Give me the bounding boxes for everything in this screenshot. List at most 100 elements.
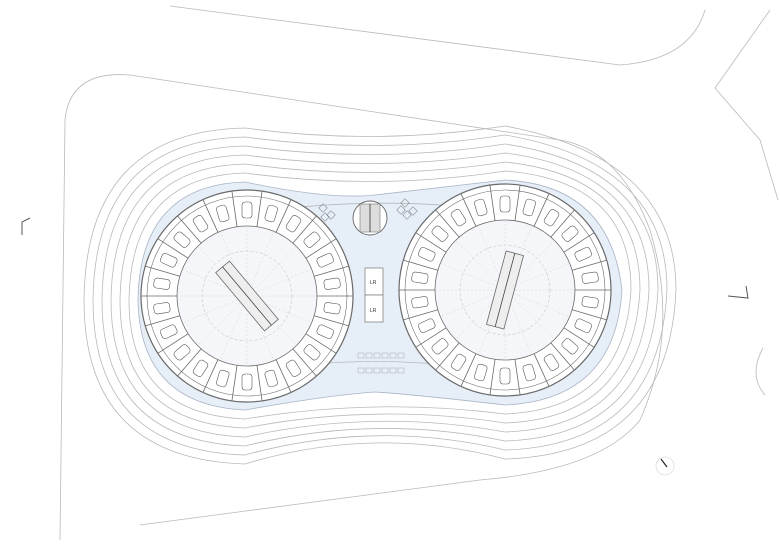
ramp-centerline <box>222 266 272 326</box>
car <box>543 209 560 227</box>
bay-divider <box>202 199 219 233</box>
car <box>411 296 429 309</box>
bay-divider <box>177 215 202 244</box>
bench <box>357 367 365 374</box>
bay-divider <box>314 265 349 277</box>
car <box>241 201 253 219</box>
car <box>192 215 209 233</box>
bay-divider <box>435 342 460 371</box>
car <box>581 296 599 309</box>
bay-divider <box>231 365 238 401</box>
bay-divider <box>157 238 189 259</box>
room-label: LR <box>370 308 377 314</box>
car <box>303 231 321 248</box>
bay-divider <box>533 193 550 227</box>
bay-divider <box>145 315 180 327</box>
planter <box>320 212 330 222</box>
car <box>153 302 171 315</box>
bench <box>373 352 381 359</box>
bay-divider <box>145 265 180 277</box>
bay-divider <box>275 359 292 393</box>
bay-divider <box>403 259 438 271</box>
bay-divider <box>292 215 317 244</box>
car <box>264 204 278 223</box>
car <box>285 215 302 233</box>
bay-divider <box>305 333 337 354</box>
bay-divider <box>489 185 496 221</box>
room-label: LR <box>370 280 377 286</box>
car <box>153 277 171 290</box>
car <box>543 353 560 371</box>
car <box>316 324 334 339</box>
bench <box>373 367 381 374</box>
car <box>474 363 488 382</box>
car <box>474 198 488 217</box>
bay-divider <box>314 315 349 327</box>
bay-divider <box>403 309 438 321</box>
car <box>323 302 341 315</box>
contour-line <box>101 143 659 447</box>
car <box>431 225 449 242</box>
planters <box>318 198 418 374</box>
bench <box>389 352 397 359</box>
bay-divider <box>460 353 477 387</box>
bay-divider <box>489 359 496 395</box>
bay-divider <box>460 193 477 227</box>
bay-divider <box>305 238 337 259</box>
bench <box>389 367 397 374</box>
guide-line <box>455 240 555 340</box>
car <box>450 353 467 371</box>
car <box>173 231 191 248</box>
contour-line <box>92 134 668 456</box>
road-edge-right-curve <box>755 347 766 396</box>
contour-lines <box>83 125 677 465</box>
road-edge-top <box>169 5 706 66</box>
bay-divider <box>256 191 263 227</box>
room-block: LR LR <box>364 267 384 323</box>
site-boundary <box>59 74 664 541</box>
north-arrow-icon <box>655 456 675 476</box>
car <box>450 209 467 227</box>
stair-core <box>352 200 388 236</box>
car <box>173 344 191 361</box>
car <box>431 338 449 355</box>
bay-divider <box>572 309 607 321</box>
car <box>160 253 178 268</box>
car <box>522 363 536 382</box>
car <box>264 369 278 388</box>
road-edge-right <box>714 9 779 201</box>
parking-ring-right <box>398 183 612 397</box>
planter <box>402 210 412 220</box>
car <box>418 318 436 333</box>
bay-divider <box>435 209 460 238</box>
bay-divider <box>550 209 575 238</box>
car <box>241 373 253 391</box>
car <box>216 204 230 223</box>
bench <box>381 352 389 359</box>
bay-divider <box>256 365 263 401</box>
planter <box>396 205 406 215</box>
bay-divider <box>550 342 575 371</box>
bench <box>365 352 373 359</box>
car <box>574 247 592 262</box>
car <box>411 271 429 284</box>
contour-line <box>83 125 677 465</box>
planter <box>318 203 328 213</box>
car <box>192 359 209 377</box>
bay-divider <box>514 185 521 221</box>
car <box>216 369 230 388</box>
bay-divider <box>514 359 521 395</box>
bay-divider <box>275 199 292 233</box>
car <box>160 324 178 339</box>
car <box>285 359 302 377</box>
contour-line <box>119 161 641 429</box>
car <box>499 367 511 385</box>
planter <box>408 206 418 216</box>
bay-divider <box>231 191 238 227</box>
car <box>316 253 334 268</box>
bay-divider <box>415 232 447 253</box>
bench <box>397 352 405 359</box>
car <box>561 225 579 242</box>
